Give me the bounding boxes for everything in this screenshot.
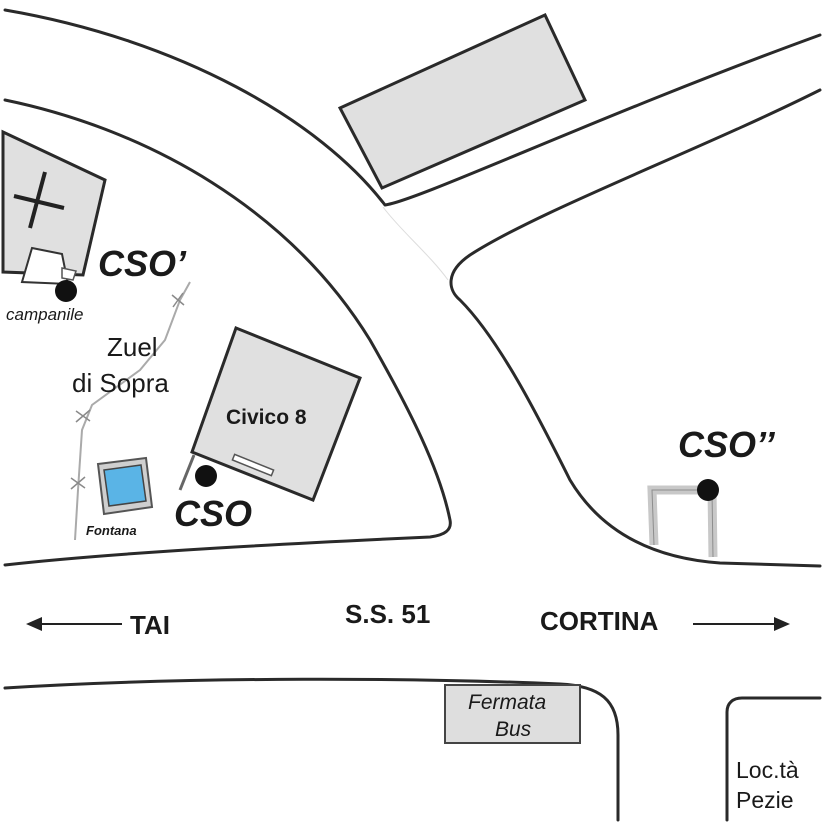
arrow-left-icon xyxy=(26,617,122,631)
label-ss51: S.S. 51 xyxy=(345,599,430,629)
church xyxy=(1,129,107,277)
label-tai: TAI xyxy=(130,610,170,640)
label-civico-8: Civico 8 xyxy=(226,406,307,429)
civico-8-door xyxy=(231,453,275,477)
bell-tower-step xyxy=(61,267,77,281)
bus-stop-shelter xyxy=(444,684,581,744)
road-loc-pezie xyxy=(725,696,822,822)
label-cso-double: CSO’’ xyxy=(678,424,776,465)
road-ss51-lower xyxy=(3,677,620,822)
arrow-right-icon xyxy=(693,617,790,631)
roads xyxy=(3,8,822,822)
label-pezie: Pezie xyxy=(736,787,794,813)
label-bus: Bus xyxy=(495,718,532,741)
marker-cso-prime[interactable] xyxy=(55,280,77,302)
label-di-sopra: di Sopra xyxy=(72,368,169,398)
gate-structure-outline xyxy=(651,489,714,558)
label-campanile: campanile xyxy=(6,305,84,324)
marker-cso-double[interactable] xyxy=(697,479,719,501)
buildings xyxy=(1,13,718,744)
label-zuel: Zuel xyxy=(107,332,158,362)
label-cortina: CORTINA xyxy=(540,606,659,636)
road-centerline-faint xyxy=(382,206,449,281)
water-fountain-icon xyxy=(96,456,154,516)
label-cso-prime: CSO’ xyxy=(98,243,187,284)
label-loc-ta: Loc.tà xyxy=(736,757,799,783)
label-cso: CSO xyxy=(174,493,252,534)
cross-icon xyxy=(13,171,65,229)
road-right-wedge xyxy=(449,88,822,568)
label-fontana: Fontana xyxy=(86,523,137,538)
footpath xyxy=(70,281,191,541)
marker-cso[interactable] xyxy=(195,465,217,487)
civico-8-wall xyxy=(178,454,196,491)
building-top xyxy=(337,13,588,190)
label-fermata: Fermata xyxy=(468,691,546,714)
road-left-wedge xyxy=(3,98,452,567)
road-top-left-curve xyxy=(3,8,822,207)
